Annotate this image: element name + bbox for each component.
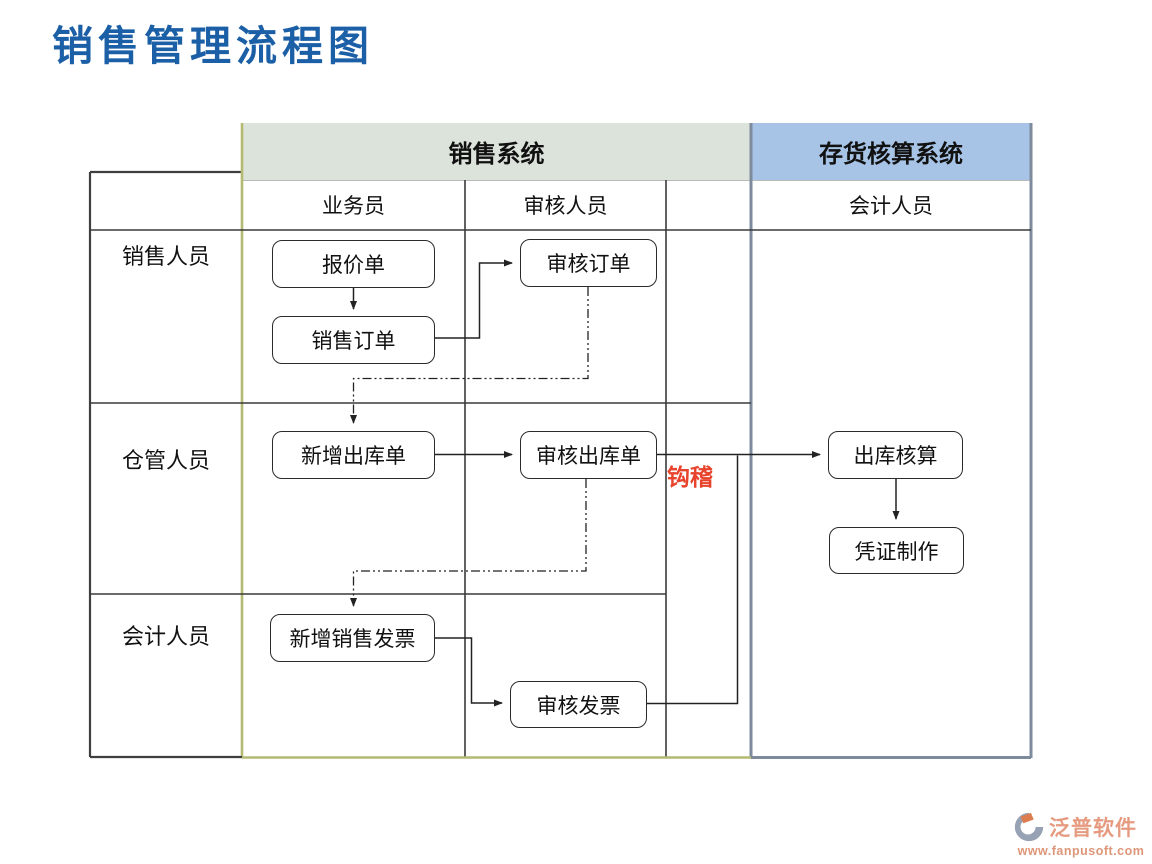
arrow-sales-order-to-audit-order <box>435 259 513 339</box>
page-title: 销售管理流程图 <box>52 23 374 69</box>
node-audit-outbound: 审核出库单 <box>520 431 657 479</box>
role-header-auditor: 审核人员 <box>465 180 666 230</box>
node-audit-invoice: 审核发票 <box>510 681 647 728</box>
role-header-salesman-label: 业务员 <box>322 195 385 218</box>
lane-label-accounting-staff-text: 会计人员 <box>121 624 210 649</box>
node-audit-order-label: 审核订单 <box>546 253 631 276</box>
line-audit-invoice-to-junction <box>647 455 739 705</box>
node-new-outbound: 新增出库单 <box>272 431 435 479</box>
node-voucher-label: 凭证制作 <box>854 540 939 564</box>
role-header-salesman: 业务员 <box>242 180 465 230</box>
node-new-outbound-label: 新增出库单 <box>301 445 406 468</box>
node-outbound-accounting: 出库核算 <box>828 431 963 479</box>
lane-label-accounting-staff: 会计人员 <box>90 620 242 650</box>
node-quote-label: 报价单 <box>322 254 385 277</box>
role-header-auditor-label: 审核人员 <box>523 195 608 218</box>
header-inventory-system-label: 存货核算系统 <box>819 141 963 168</box>
role-header-accountant: 会计人员 <box>751 180 1031 230</box>
node-audit-invoice-label: 审核发票 <box>536 694 621 718</box>
header-inventory-system: 存货核算系统 <box>751 123 1031 180</box>
node-audit-order: 审核订单 <box>520 239 657 287</box>
node-audit-outbound-label: 审核出库单 <box>536 445 641 468</box>
lane-label-sales-staff: 销售人员 <box>90 240 242 270</box>
brand-name: 泛普软件 <box>1049 817 1137 840</box>
header-sales-system: 销售系统 <box>242 123 751 180</box>
fanpu-logo-icon <box>1014 812 1044 842</box>
node-voucher: 凭证制作 <box>829 527 964 574</box>
lane-label-sales-staff-text: 销售人员 <box>121 244 210 269</box>
role-header-accountant-label: 会计人员 <box>849 195 933 218</box>
brand-watermark: 泛普软件 www.fanpusoft.com <box>1012 810 1150 858</box>
node-outbound-accounting-label: 出库核算 <box>853 445 938 468</box>
node-quote: 报价单 <box>272 240 435 288</box>
dashed-audit-outbound-to-new-invoice <box>350 479 587 607</box>
header-sales-system-label: 销售系统 <box>448 141 545 168</box>
lane-label-warehouse-staff: 仓管人员 <box>90 444 242 474</box>
lane-label-warehouse-staff-text: 仓管人员 <box>121 448 210 473</box>
node-sales-order-label: 销售订单 <box>311 330 396 353</box>
node-new-invoice-label: 新增销售发票 <box>289 628 416 651</box>
brand-url: www.fanpusoft.com <box>1017 844 1145 858</box>
arrow-new-invoice-to-audit-invoice <box>435 637 503 707</box>
role-header-empty <box>666 180 751 230</box>
node-sales-order: 销售订单 <box>272 316 435 364</box>
annotation-reconciliation: 钩稽 <box>667 464 713 490</box>
node-new-invoice: 新增销售发票 <box>270 614 435 662</box>
